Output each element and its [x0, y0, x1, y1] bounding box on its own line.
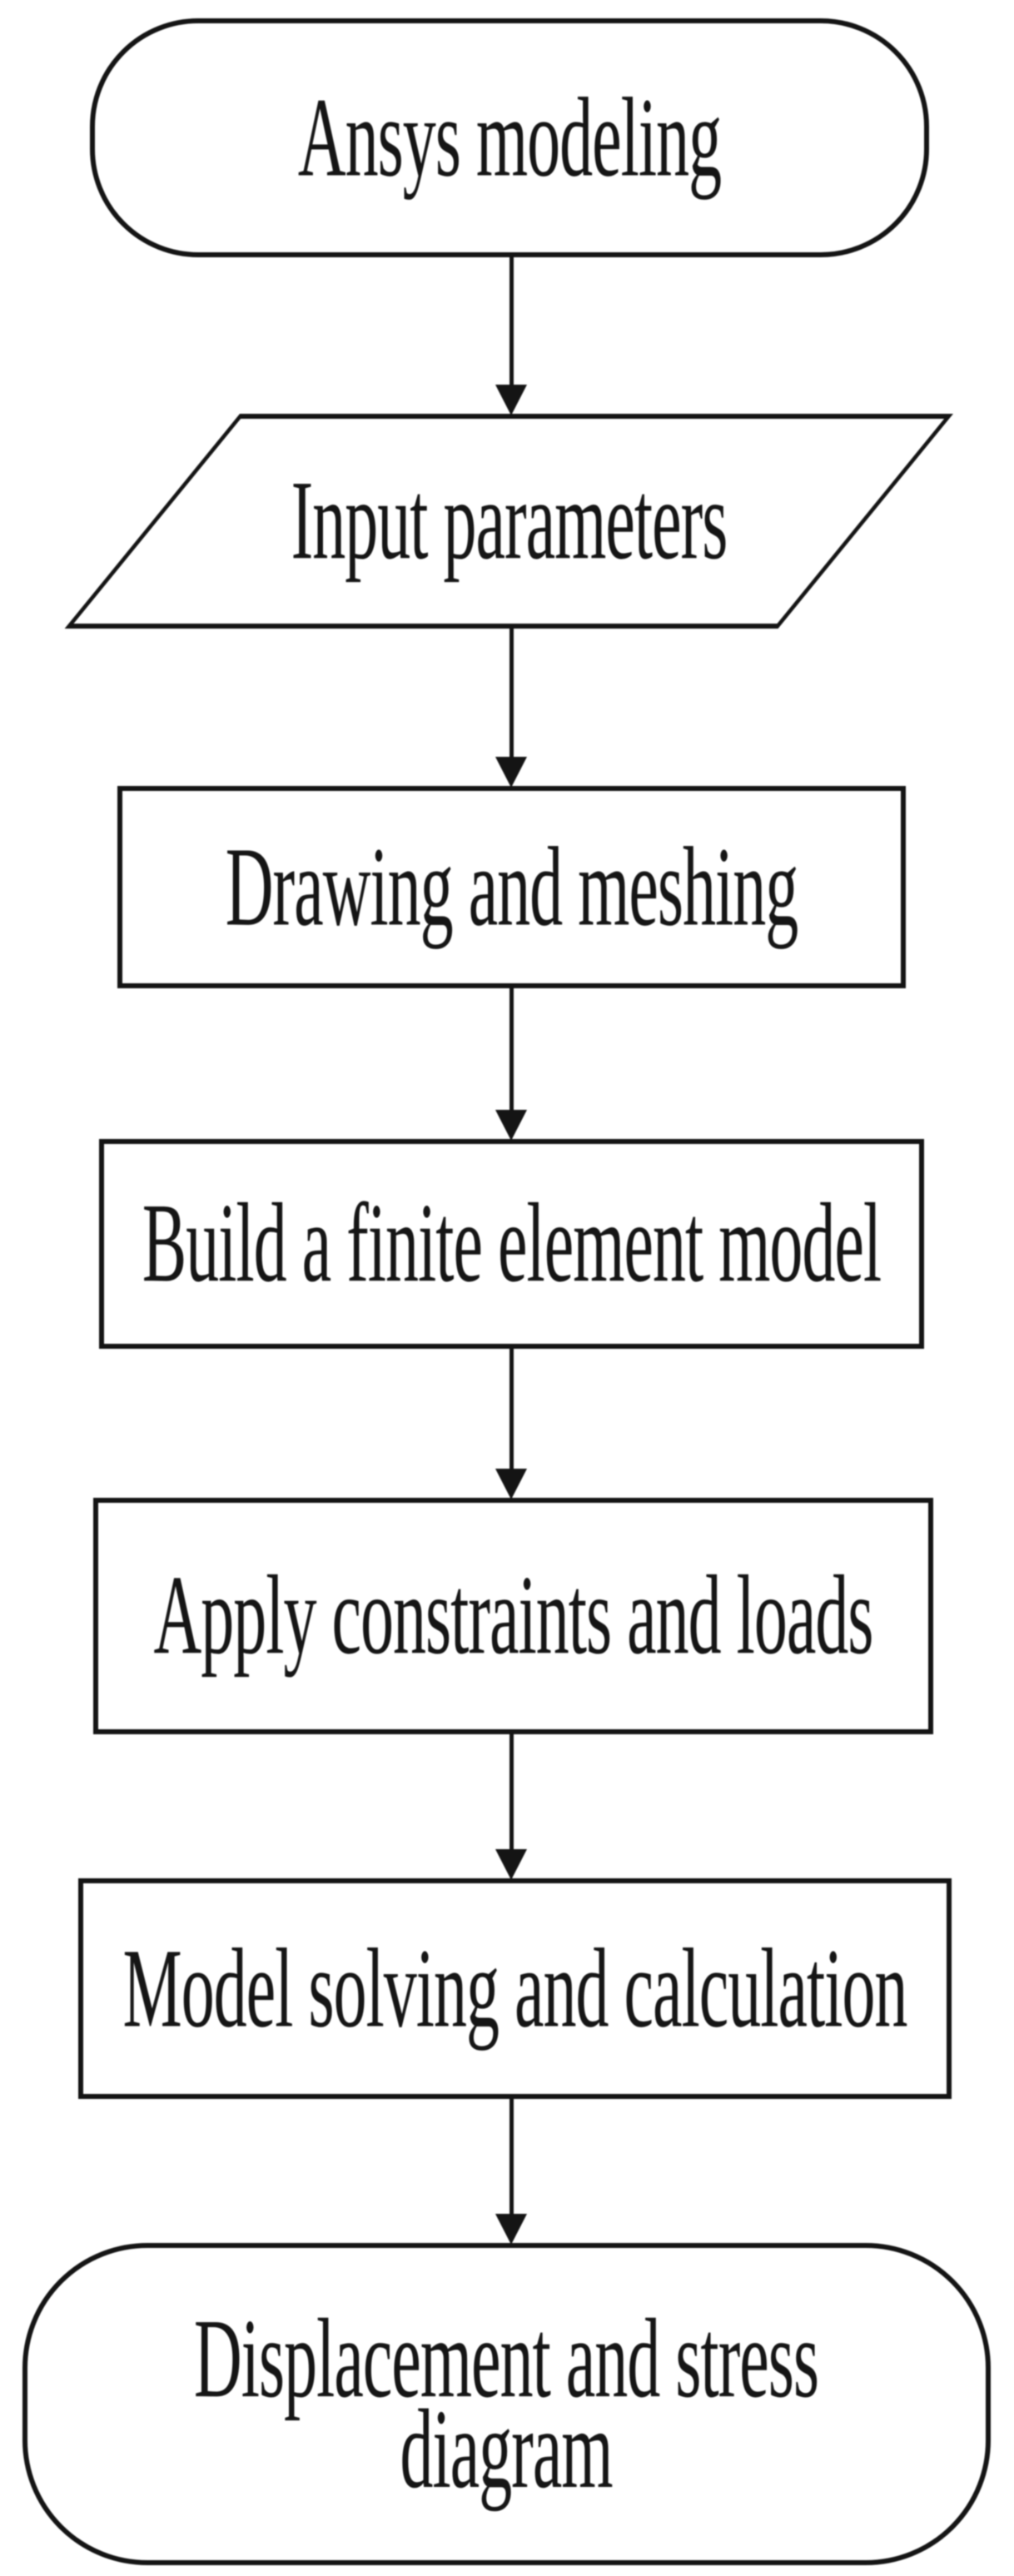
- arrowhead-down-icon: [495, 1110, 527, 1141]
- arrow-shaft: [509, 1347, 514, 1469]
- arrow-shaft: [509, 1733, 514, 1849]
- node-drawing-shape: [117, 786, 906, 988]
- arrowhead-down-icon: [495, 385, 527, 415]
- arrow-constraints-to-solving: [495, 1733, 528, 1880]
- arrow-shaft: [509, 2097, 514, 2214]
- node-constraints-shape: [93, 1498, 933, 1734]
- arrowhead-down-icon: [495, 2214, 527, 2245]
- node-input-shape: [64, 414, 954, 629]
- arrow-fem-to-constraints: [495, 1347, 528, 1499]
- node-end-shape: [22, 2243, 991, 2565]
- node-start-shape: [90, 18, 929, 257]
- arrow-shaft: [509, 255, 514, 385]
- arrow-start-to-input: [495, 255, 528, 415]
- node-fem-shape: [99, 1139, 924, 1349]
- arrowhead-down-icon: [495, 757, 527, 788]
- arrow-shaft: [509, 987, 514, 1110]
- arrow-shaft: [509, 627, 514, 757]
- arrowhead-down-icon: [495, 1469, 527, 1499]
- arrowhead-down-icon: [495, 1849, 527, 1880]
- arrow-input-to-drawing: [495, 627, 528, 788]
- arrow-drawing-to-fem: [495, 987, 528, 1141]
- arrow-solving-to-end: [495, 2097, 528, 2245]
- node-solving-shape: [78, 1878, 952, 2099]
